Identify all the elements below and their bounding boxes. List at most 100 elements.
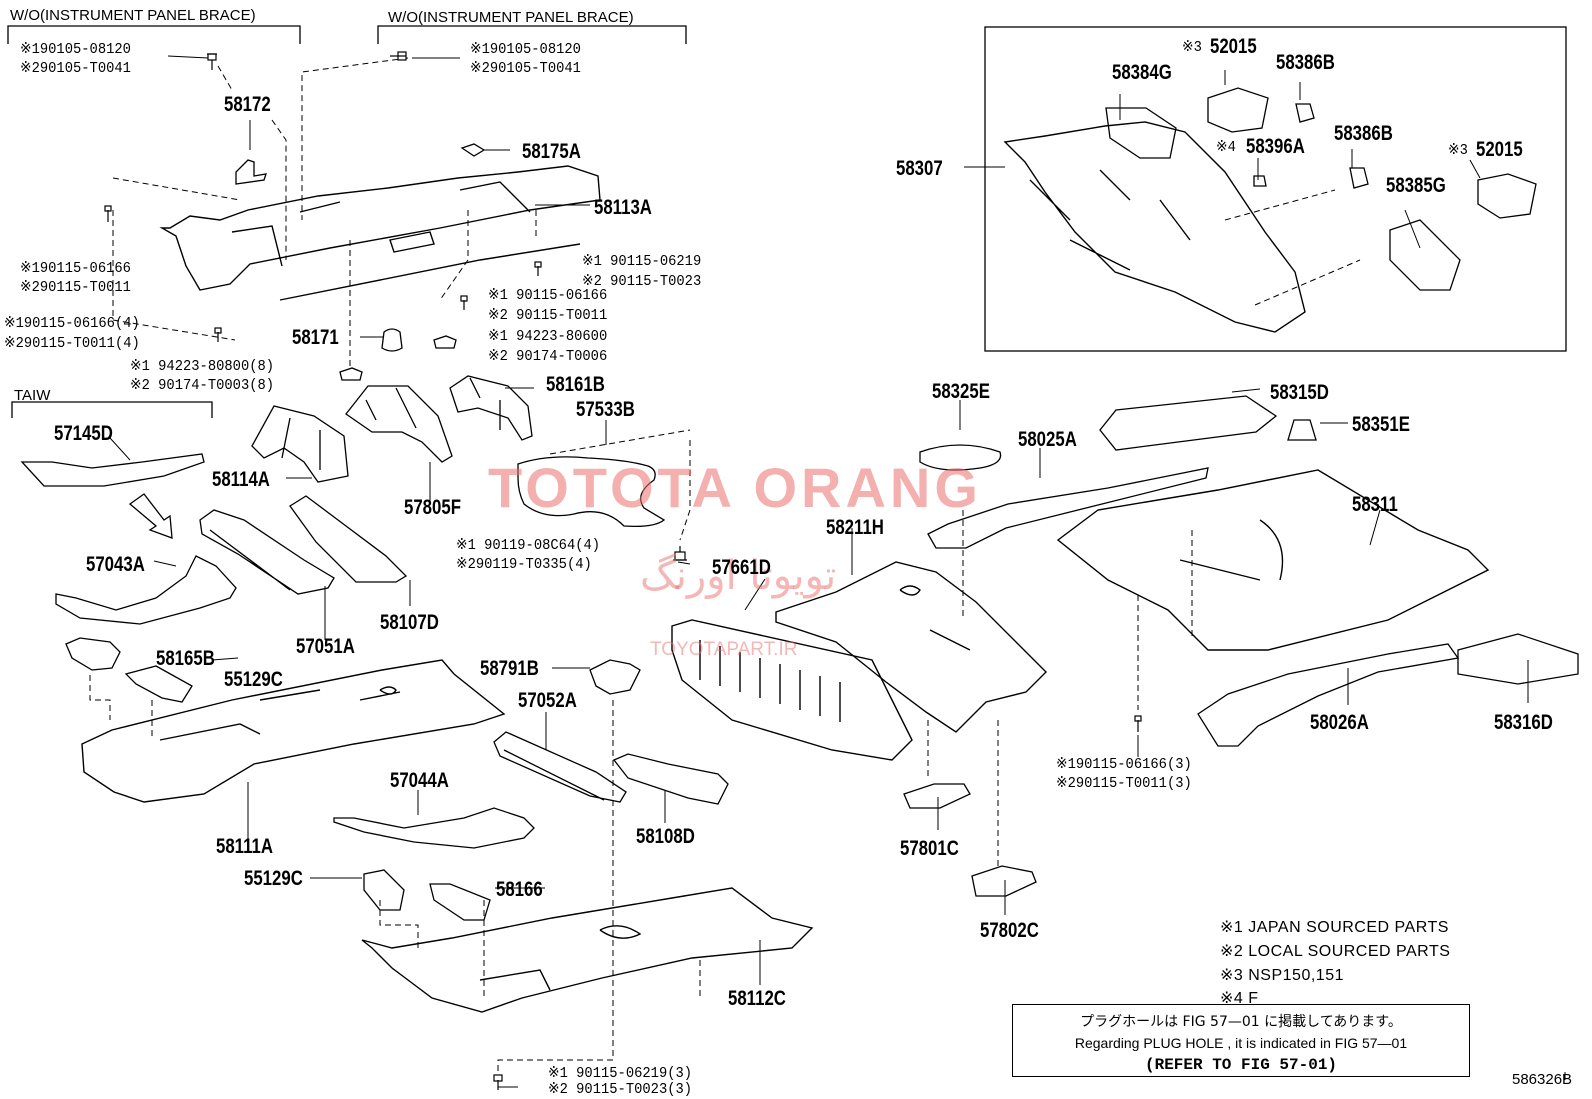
part-52015-a[interactable]: 52015 [1210,35,1257,58]
shape-57043A [55,555,237,625]
refer-note-box: プラグホールは FIG 57—01 に掲載してあります。 Regarding P… [1012,1004,1470,1077]
fastener-2a[interactable]: ※190105-08120 [470,41,581,58]
shape-57802C [971,865,1037,897]
part-58171[interactable]: 58171 [292,326,339,349]
shape-58396A [1253,175,1267,187]
part-58384G[interactable]: 58384G [1112,61,1172,84]
part-55129C-b[interactable]: 55129C [244,867,303,890]
fastener-2b[interactable]: ※290105-T0041 [470,60,581,77]
part-57661D[interactable]: 57661D [712,556,771,579]
part-58307[interactable]: 58307 [896,157,943,180]
shape-58114A [251,405,349,483]
part-58316D[interactable]: 58316D [1494,711,1553,734]
shape-58385G [1389,219,1461,291]
part-57044A[interactable]: 57044A [390,769,449,792]
part-58351E[interactable]: 58351E [1352,413,1410,436]
fastener-4a[interactable]: ※190115-06166(4) [4,315,140,332]
shape-57052A [493,731,627,803]
fastener-6a[interactable]: ※1 90115-06166 [488,287,608,304]
figure-code: 586326B [1512,1071,1573,1088]
fastener-11b[interactable]: ※2 90115-T0023(3) [548,1081,693,1098]
leader-lines [109,55,1566,1088]
fastener-1b[interactable]: ※290105-T0041 [20,60,131,77]
header-taiw: TAIW [14,387,51,404]
fastener-7a[interactable]: ※1 94223-80600 [488,328,608,345]
part-58311[interactable]: 58311 [1352,493,1398,516]
part-58175A[interactable]: 58175A [522,140,581,163]
part-57805F[interactable]: 57805F [404,496,461,519]
part-57801C[interactable]: 57801C [900,837,959,860]
shape-57661D [671,619,913,761]
refer-note-ref[interactable]: (REFER TO FIG 57-01) [1144,1056,1338,1074]
shape-arrow [128,493,173,539]
shape-58316D [1457,633,1579,685]
refer-note-jp: プラグホールは FIG 57—01 に掲載してあります。 [1080,1014,1402,1030]
shape-58161B [449,375,533,441]
fastener-8b[interactable]: ※2 90174-T0003(8) [130,377,275,394]
fastener-10a[interactable]: ※190115-06166(3) [1056,756,1192,773]
part-58026A[interactable]: 58026A [1310,711,1369,734]
watermark-arabic: تویوتا اورنگ [640,553,837,599]
part-58114A[interactable]: 58114A [212,468,270,491]
fastener-10b[interactable]: ※290115-T0011(3) [1056,775,1192,792]
fastener-9b[interactable]: ※290119-T0335(4) [456,556,592,573]
shape-55129C-a [124,665,193,703]
shape-55129C-b [363,869,405,911]
fastener-5b[interactable]: ※2 90115-T0023 [582,273,702,290]
legend-note-4: ※4 F [1220,990,1259,1007]
part-58385G[interactable]: 58385G [1386,174,1446,197]
part-58113A[interactable]: 58113A [594,196,652,219]
part-58165B[interactable]: 58165B [156,647,215,670]
part-58211H[interactable]: 58211H [826,516,884,539]
shape-58113A [159,165,601,301]
shape-57051A [199,509,335,595]
fastener-3a[interactable]: ※190115-06166 [20,260,131,277]
bolts [104,51,1142,1090]
fastener-7b[interactable]: ※2 90174-T0006 [488,348,608,365]
part-58172[interactable]: 58172 [224,93,271,116]
part-58025A[interactable]: 58025A [1018,428,1077,451]
part-58107D[interactable]: 58107D [380,611,439,634]
shape-58112C [361,887,814,1013]
part-52015-b[interactable]: 52015 [1476,138,1523,161]
part-55129C-a[interactable]: 55129C [224,668,283,691]
fastener-3b[interactable]: ※290115-T0011 [20,279,131,296]
fastener-1a[interactable]: ※190105-08120 [20,41,131,58]
part-58396A[interactable]: 58396A [1246,135,1305,158]
fastener-11a[interactable]: ※1 90115-06219(3) [548,1065,693,1082]
part-57533B[interactable]: 57533B [576,398,635,421]
part-58108D[interactable]: 58108D [636,825,695,848]
part-58315D[interactable]: 58315D [1270,381,1329,404]
refer-note-en: Regarding PLUG HOLE , it is indicated in… [1074,1035,1408,1051]
header-brackets [7,25,687,418]
shape-58791B [589,659,641,695]
shape-58325E [919,444,1002,471]
part-58161B[interactable]: 58161B [546,373,605,396]
shape-58166 [429,883,491,921]
part-58111A[interactable]: 58111A [216,835,273,858]
part-57051A[interactable]: 57051A [296,635,355,658]
shape-57145D [20,453,205,487]
part-57145D[interactable]: 57145D [54,422,113,445]
fastener-9a[interactable]: ※1 90119-08C64(4) [456,537,601,554]
shape-58111A [81,659,506,803]
fastener-4b[interactable]: ※290115-T0011(4) [4,335,140,352]
part-58112C[interactable]: 58112C [728,987,786,1010]
fastener-8a[interactable]: ※1 94223-80800(8) [130,358,275,375]
part-58791B[interactable]: 58791B [480,657,539,680]
fastener-6b[interactable]: ※2 90115-T0011 [488,307,608,324]
nuts [339,143,486,381]
part-58386B-b[interactable]: 58386B [1334,122,1393,145]
part-58325E[interactable]: 58325E [932,380,990,403]
part-58386B-a[interactable]: 58386B [1276,51,1335,74]
shape-58315D [1099,395,1278,451]
shape-58025A [927,467,1209,549]
part-57043A[interactable]: 57043A [86,553,145,576]
shape-57533B [517,456,666,528]
shape-58107D [289,495,408,583]
part-57802C[interactable]: 57802C [980,919,1039,942]
fastener-5a[interactable]: ※1 90115-06219 [582,253,702,270]
part-57052A[interactable]: 57052A [518,689,577,712]
shape-52015-b [1477,173,1537,219]
part-58166[interactable]: 58166 [496,878,543,901]
